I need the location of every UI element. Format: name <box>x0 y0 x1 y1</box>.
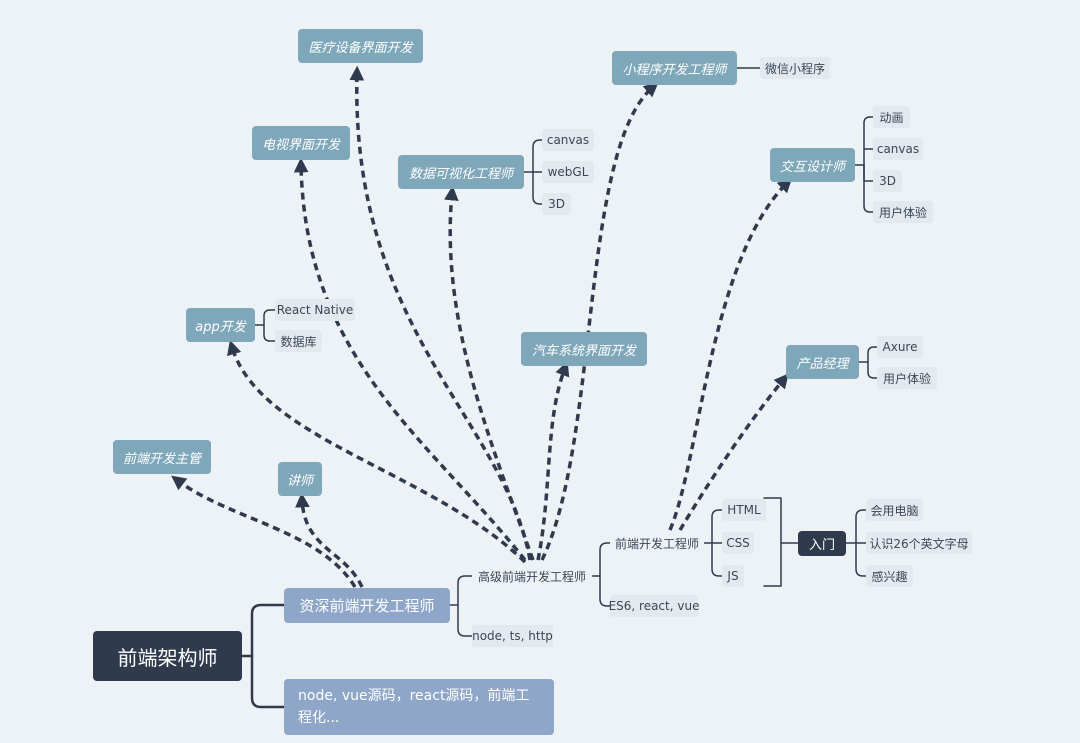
car-ui-label: 汽车系统界面开发 <box>531 343 636 359</box>
interaction-item-label: 3D <box>879 174 896 188</box>
car-ui-node[interactable]: 汽车系统界面开发 <box>521 332 647 366</box>
interaction-designer-label: 交互设计师 <box>779 159 845 175</box>
arrow-to-lead <box>171 475 357 588</box>
arrow-to-dataviz <box>443 185 535 561</box>
app-item-label: React Native <box>276 303 354 317</box>
connector-senior-advanced <box>449 575 473 606</box>
interaction-item-label: 动画 <box>879 110 904 125</box>
dataviz-item-label: 3D <box>548 197 565 211</box>
interaction-item-animation[interactable]: 动画 <box>873 106 910 128</box>
dataviz-label: 数据可视化工程师 <box>408 166 513 182</box>
interaction-item-3d[interactable]: 3D <box>873 170 902 192</box>
arrow-to-tv <box>293 157 527 562</box>
interaction-item-label: 用户体验 <box>878 205 927 220</box>
entry-item-label: 认识26个英文字母 <box>869 536 969 551</box>
product-manager-label: 产品经理 <box>796 356 849 372</box>
es6-node[interactable]: ES6, react, vue <box>608 595 700 617</box>
arrow-to-app <box>227 339 527 564</box>
interaction-item-label: canvas <box>876 142 920 156</box>
app-dev-label: app开发 <box>195 319 246 335</box>
entry-node[interactable]: 入门 <box>798 531 846 556</box>
connector-dataviz-items <box>523 139 543 173</box>
dataviz-item-3d[interactable]: 3D <box>542 193 571 215</box>
senior-engineer-node[interactable]: 资深前端开发工程师 <box>284 588 450 623</box>
tv-ui-node[interactable]: 电视界面开发 <box>252 126 350 160</box>
miniprogram-item-label: 微信小程序 <box>764 61 825 76</box>
connector-frontend-basics <box>703 509 723 544</box>
miniprogram-label: 小程序开发工程师 <box>622 62 727 78</box>
frontend-lead-node[interactable]: 前端开发主管 <box>113 440 211 474</box>
dataviz-item-webgl[interactable]: webGL <box>542 161 594 183</box>
advanced-engineer-label: 高级前端开发工程师 <box>477 569 586 584</box>
connector-advanced-frontend <box>591 542 611 577</box>
entry-item-label: 感兴趣 <box>871 569 908 584</box>
dataviz-node[interactable]: 数据可视化工程师 <box>398 155 524 189</box>
html-node[interactable]: HTML <box>722 499 766 521</box>
app-item-label: 数据库 <box>280 334 317 349</box>
miniprogram-item-wechat[interactable]: 微信小程序 <box>760 57 830 79</box>
css-label: CSS <box>726 536 750 550</box>
entry-item-interest[interactable]: 感兴趣 <box>866 565 913 587</box>
medical-ui-label: 医疗设备界面开发 <box>308 40 413 56</box>
entry-item-alphabet[interactable]: 认识26个英文字母 <box>866 532 972 554</box>
connector-root-knowledge <box>250 654 286 709</box>
arrow-to-miniprogram <box>540 82 659 561</box>
pm-item-label: 用户体验 <box>882 371 931 386</box>
arrow-to-medical <box>349 65 532 561</box>
entry-item-label: 会用电脑 <box>870 503 919 518</box>
entry-bracket <box>763 497 782 587</box>
root-node[interactable]: 前端架构师 <box>93 631 242 681</box>
dataviz-item-canvas[interactable]: canvas <box>542 129 594 151</box>
medical-ui-node[interactable]: 医疗设备界面开发 <box>298 29 423 63</box>
senior-engineer-label: 资深前端开发工程师 <box>299 597 435 615</box>
connector-app-items <box>254 309 276 326</box>
frontend-engineer-node[interactable]: 前端开发工程师 <box>610 532 704 554</box>
app-dev-node[interactable]: app开发 <box>186 308 255 342</box>
css-node[interactable]: CSS <box>722 532 754 554</box>
entry-item-computer[interactable]: 会用电脑 <box>866 499 923 521</box>
arrow-to-lecturer <box>295 492 364 588</box>
interaction-item-ux[interactable]: 用户体验 <box>873 201 933 223</box>
js-node[interactable]: JS <box>722 565 744 587</box>
lecturer-label: 讲师 <box>286 473 313 489</box>
connector-interaction-items <box>854 116 874 166</box>
miniprogram-node[interactable]: 小程序开发工程师 <box>612 51 737 85</box>
interaction-item-canvas[interactable]: canvas <box>873 138 923 160</box>
arrow-to-car <box>536 361 570 561</box>
connector-senior-node <box>457 604 473 637</box>
knowledge-label: node, vue源码，react源码，前端工程化... <box>298 688 530 726</box>
connector-root-senior <box>240 603 286 658</box>
entry-label: 入门 <box>808 538 835 553</box>
pm-item-axure[interactable]: Axure <box>877 336 923 358</box>
lecturer-node[interactable]: 讲师 <box>278 462 322 496</box>
root-label: 前端架构师 <box>117 645 218 670</box>
app-item-database[interactable]: 数据库 <box>275 330 322 352</box>
js-label: JS <box>727 569 739 583</box>
html-label: HTML <box>727 503 761 517</box>
interaction-designer-node[interactable]: 交互设计师 <box>770 148 855 182</box>
knowledge-node[interactable]: node, vue源码，react源码，前端工程化... <box>284 679 554 735</box>
frontend-lead-label: 前端开发主管 <box>122 451 201 467</box>
product-manager-node[interactable]: 产品经理 <box>786 345 859 379</box>
app-item-react-native[interactable]: React Native <box>275 299 355 321</box>
arrow-to-interaction <box>668 177 793 531</box>
es6-label: ES6, react, vue <box>608 599 700 613</box>
dataviz-item-label: webGL <box>547 165 589 179</box>
dataviz-item-label: canvas <box>546 133 590 147</box>
advanced-engineer-node[interactable]: 高级前端开发工程师 <box>472 565 592 587</box>
pm-item-label: Axure <box>882 340 918 354</box>
node-ts-label: node, ts, http <box>472 629 553 643</box>
connector-entry-items <box>845 509 867 544</box>
pm-item-ux[interactable]: 用户体验 <box>877 367 937 389</box>
node-ts-node[interactable]: node, ts, http <box>472 625 553 647</box>
connector-advanced-es6 <box>599 575 611 607</box>
frontend-engineer-label: 前端开发工程师 <box>614 536 699 551</box>
tv-ui-label: 电视界面开发 <box>261 137 340 153</box>
connector-pm-items <box>858 346 878 363</box>
